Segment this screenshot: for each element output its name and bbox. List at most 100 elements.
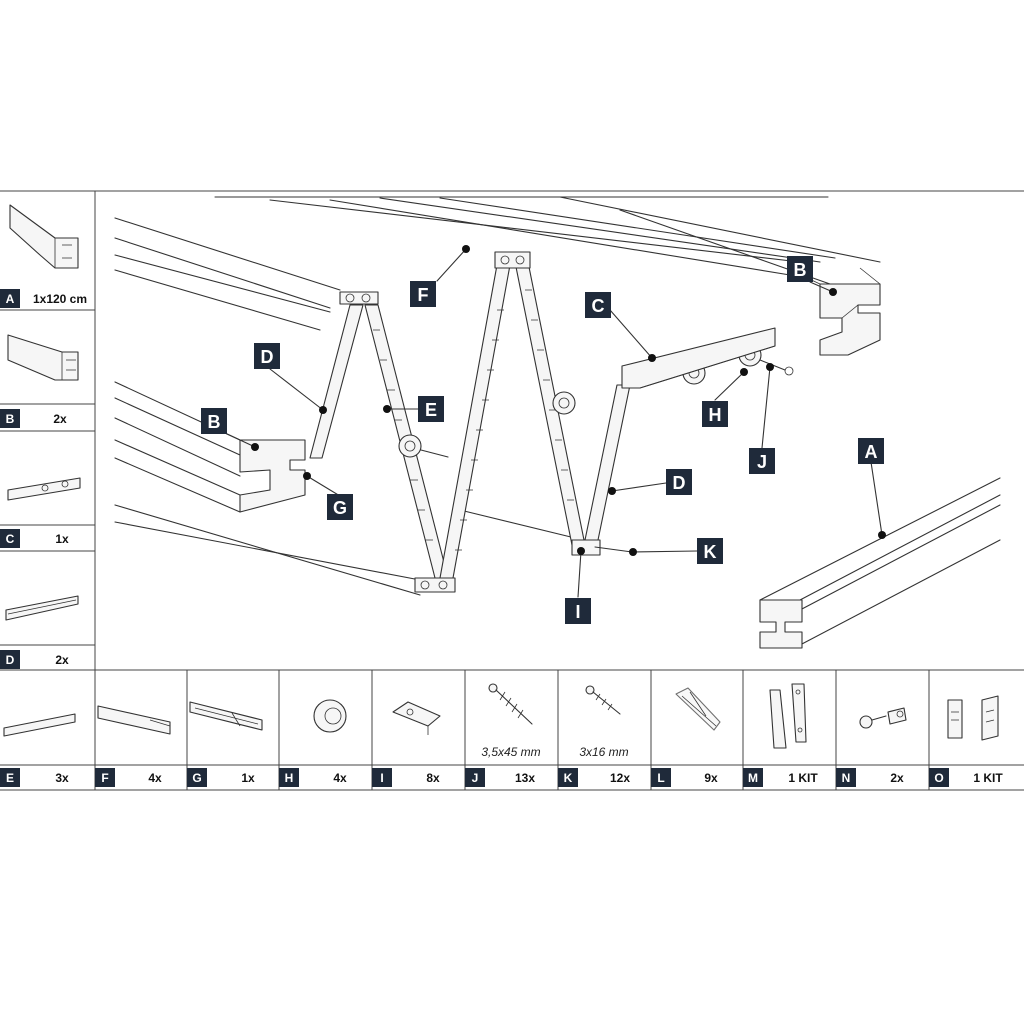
svg-text:C: C	[592, 296, 605, 316]
long-screw-icon	[488, 683, 533, 725]
callout-d-right: D	[666, 469, 692, 495]
bottom-part-o: O 1 KIT	[929, 695, 1003, 787]
callout-labels: A B B C D D E F G H I J K	[201, 256, 884, 624]
svg-text:2x: 2x	[890, 771, 904, 785]
rail-lower	[114, 504, 576, 596]
callout-b-right: B	[787, 256, 813, 282]
svg-text:J: J	[472, 771, 479, 785]
callout-i: I	[565, 598, 591, 624]
track-profile-icon	[9, 204, 79, 269]
rail-top-back	[214, 196, 881, 285]
svg-text:4x: 4x	[333, 771, 347, 785]
svg-text:B: B	[208, 412, 221, 432]
wall-plug-icon	[675, 687, 721, 731]
svg-text:B: B	[6, 412, 15, 426]
bottom-part-f: F 4x	[95, 705, 171, 787]
carriage-profile-icon	[7, 477, 81, 501]
callout-e: E	[418, 396, 444, 422]
bottom-part-k: 3x16 mm K 12x	[558, 685, 630, 787]
end-panel-icon	[5, 595, 79, 621]
exploded-assembly-drawing: A B B C D D E F G H I J K	[114, 196, 1001, 649]
svg-text:G: G	[192, 771, 201, 785]
bottom-part-i: I 8x	[372, 701, 441, 787]
sidebar-part-b: B 2x	[0, 334, 79, 428]
svg-text:1x: 1x	[55, 532, 69, 546]
svg-text:13x: 13x	[515, 771, 535, 785]
bottom-part-h: H 4x	[279, 699, 347, 787]
svg-text:N: N	[842, 771, 851, 785]
sidebar-part-d: D 2x	[0, 595, 79, 669]
svg-text:1x: 1x	[241, 771, 255, 785]
bottom-part-e: E 3x	[0, 713, 76, 787]
svg-text:B: B	[794, 260, 807, 280]
svg-text:K: K	[564, 771, 573, 785]
latch-kit-icon	[947, 695, 999, 741]
bottom-part-n: N 2x	[836, 707, 907, 787]
callout-j: J	[749, 448, 775, 474]
bottom-part-g: G 1x	[187, 701, 263, 787]
rail-upper-left	[114, 217, 379, 331]
short-screw-icon	[585, 685, 621, 715]
callout-h: H	[702, 401, 728, 427]
svg-text:4x: 4x	[148, 771, 162, 785]
bolt-pin-icon	[859, 707, 907, 729]
svg-text:D: D	[6, 653, 15, 667]
guide-profile-icon	[189, 701, 263, 731]
svg-text:A: A	[6, 292, 15, 306]
sidebar-part-a: A 1x120 cm	[0, 204, 87, 308]
svg-text:12x: 12x	[610, 771, 630, 785]
callout-g: G	[327, 494, 353, 520]
handle-kit-icon	[769, 683, 807, 749]
roller-icon	[313, 699, 347, 733]
panel-slat-icon	[3, 713, 76, 737]
svg-text:H: H	[709, 405, 722, 425]
svg-text:D: D	[261, 347, 274, 367]
svg-text:C: C	[6, 532, 15, 546]
svg-text:E: E	[6, 771, 14, 785]
bottom-part-j: 3,5x45 mm J 13x	[465, 683, 541, 787]
sidebar-parts: A 1x120 cm B 2x C 1x	[0, 204, 87, 669]
svg-text:D: D	[673, 473, 686, 493]
bottom-part-m: M 1 KIT	[743, 683, 818, 787]
svg-text:M: M	[748, 771, 758, 785]
bottom-parts: E 3x F 4x G 1x	[0, 683, 1003, 787]
svg-text:8x: 8x	[426, 771, 440, 785]
svg-text:G: G	[333, 498, 347, 518]
part-a-track	[759, 477, 1001, 649]
svg-text:F: F	[101, 771, 108, 785]
svg-text:A: A	[865, 442, 878, 462]
callout-k: K	[697, 538, 723, 564]
svg-text:L: L	[657, 771, 664, 785]
clip-icon	[392, 701, 441, 735]
svg-text:2x: 2x	[55, 653, 69, 667]
svg-text:O: O	[934, 771, 943, 785]
svg-text:F: F	[418, 285, 429, 305]
svg-text:H: H	[285, 771, 294, 785]
svg-text:3,5x45 mm: 3,5x45 mm	[481, 745, 540, 759]
svg-text:9x: 9x	[704, 771, 718, 785]
callout-f: F	[410, 281, 436, 307]
bottom-part-l: L 9x	[651, 687, 721, 787]
svg-text:E: E	[425, 400, 437, 420]
hinge-profile-icon	[97, 705, 171, 735]
callout-leaders	[224, 245, 886, 598]
callout-b-left: B	[201, 408, 227, 434]
callout-c: C	[585, 292, 611, 318]
svg-text:J: J	[757, 452, 767, 472]
svg-text:3x16 mm: 3x16 mm	[579, 745, 628, 759]
svg-text:K: K	[704, 542, 717, 562]
part-c-carriage	[621, 327, 776, 389]
rail-middle-left	[114, 381, 306, 513]
callout-a: A	[858, 438, 884, 464]
callout-d-left: D	[254, 343, 280, 369]
svg-text:I: I	[380, 771, 383, 785]
part-b-right-profile	[789, 267, 881, 356]
end-profile-icon	[7, 334, 79, 381]
svg-text:2x: 2x	[53, 412, 67, 426]
sidebar-part-c: C 1x	[0, 477, 81, 548]
svg-text:1 KIT: 1 KIT	[788, 771, 818, 785]
svg-text:3x: 3x	[55, 771, 69, 785]
svg-text:I: I	[575, 602, 580, 622]
svg-text:1x120 cm: 1x120 cm	[33, 292, 87, 306]
